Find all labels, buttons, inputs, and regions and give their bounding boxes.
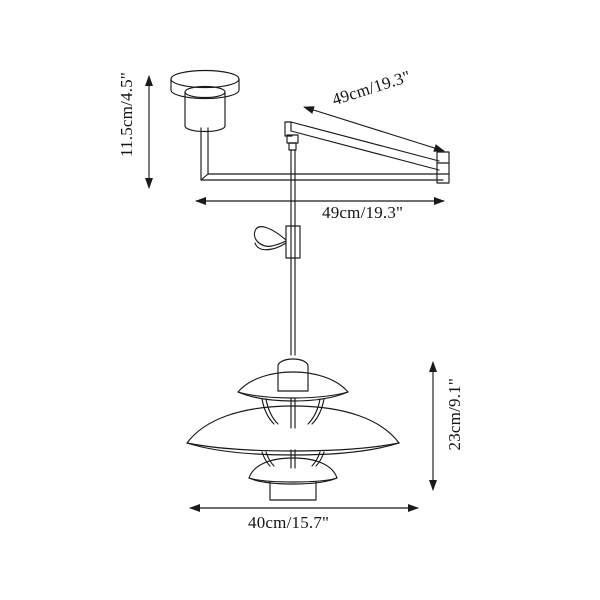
- dimension-label-canopy-height: 11.5cm/4.5": [117, 72, 136, 158]
- suspension-cord: [290, 149, 296, 356]
- dimension-label-arm-lower: 49cm/19.3": [322, 203, 404, 222]
- cord-adjuster: [253, 225, 301, 259]
- shade-support-struts: [261, 397, 325, 429]
- dimension-label-shade-width: 40cm/15.7": [248, 513, 330, 532]
- arm-pivot-joint: [286, 134, 299, 151]
- dimension-label-shade-height: 23cm/9.1": [445, 378, 464, 451]
- socket-housing: [277, 358, 309, 392]
- ceiling-canopy: [170, 69, 240, 133]
- lower-support-struts: [261, 449, 325, 469]
- upper-diagonal-arm: [284, 121, 440, 171]
- dimension-line-arm-upper: [303, 106, 445, 152]
- top-shade: [237, 371, 349, 402]
- bottom-diffuser: [269, 481, 317, 501]
- lower-horizontal-arm: [200, 127, 444, 181]
- lower-shade: [248, 457, 338, 485]
- main-shade: [186, 405, 400, 456]
- end-joint-block: [436, 151, 450, 184]
